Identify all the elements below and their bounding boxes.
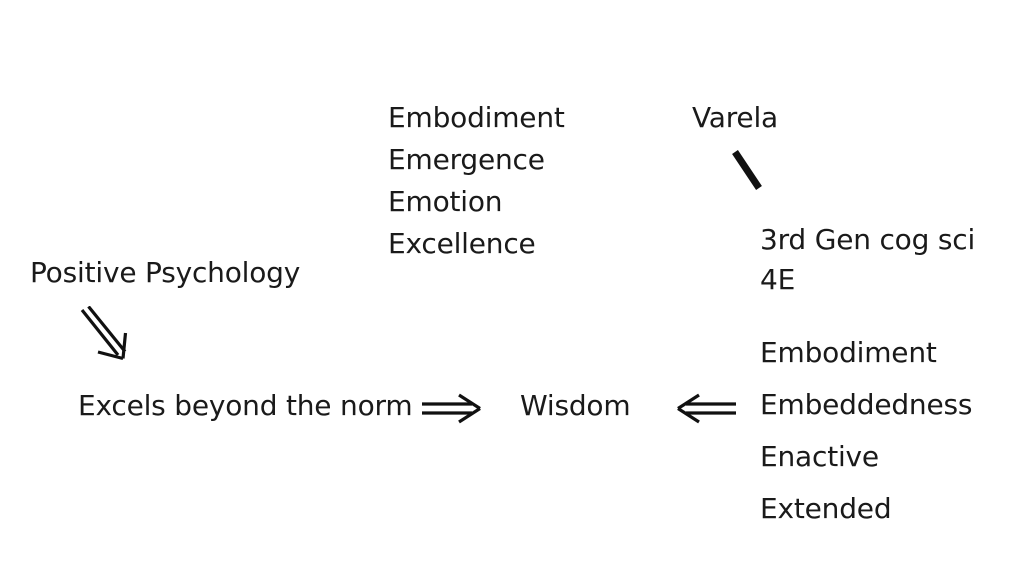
wisdom-label: Wisdom (520, 389, 631, 422)
e-virtues-list: Embodiment Emergence Emotion Excellence (388, 104, 565, 272)
four-e-item-enactive: Enactive (760, 440, 879, 473)
positive-psychology-label: Positive Psychology (30, 256, 301, 289)
four-e-list: Embodiment Embeddedness Enactive Extende… (760, 339, 972, 547)
third-gen-item-4e: 4E (760, 263, 796, 296)
positive-psych-to-excels-arrow-icon (80, 306, 128, 361)
excels-to-wisdom-arrow-right-icon (422, 393, 481, 424)
varela-label: Varela (692, 101, 778, 134)
four-e-to-wisdom-arrow-left-icon (677, 393, 736, 424)
four-e-item-embeddedness: Embeddedness (760, 388, 973, 421)
e-virtues-item-emotion: Emotion (388, 185, 503, 218)
e-virtues-item-emergence: Emergence (388, 143, 545, 176)
third-gen-item-cogsci: 3rd Gen cog sci (760, 223, 976, 256)
four-e-item-extended: Extended (760, 492, 892, 525)
third-gen-block: 3rd Gen cog sci 4E (760, 226, 975, 306)
e-virtues-item-excellence: Excellence (388, 227, 536, 260)
varela-to-thirdgen-connector-icon (732, 150, 762, 190)
e-virtues-item-embodiment: Embodiment (388, 101, 565, 134)
excels-beyond-norm-label: Excels beyond the norm (78, 389, 413, 422)
four-e-item-embodiment: Embodiment (760, 336, 937, 369)
